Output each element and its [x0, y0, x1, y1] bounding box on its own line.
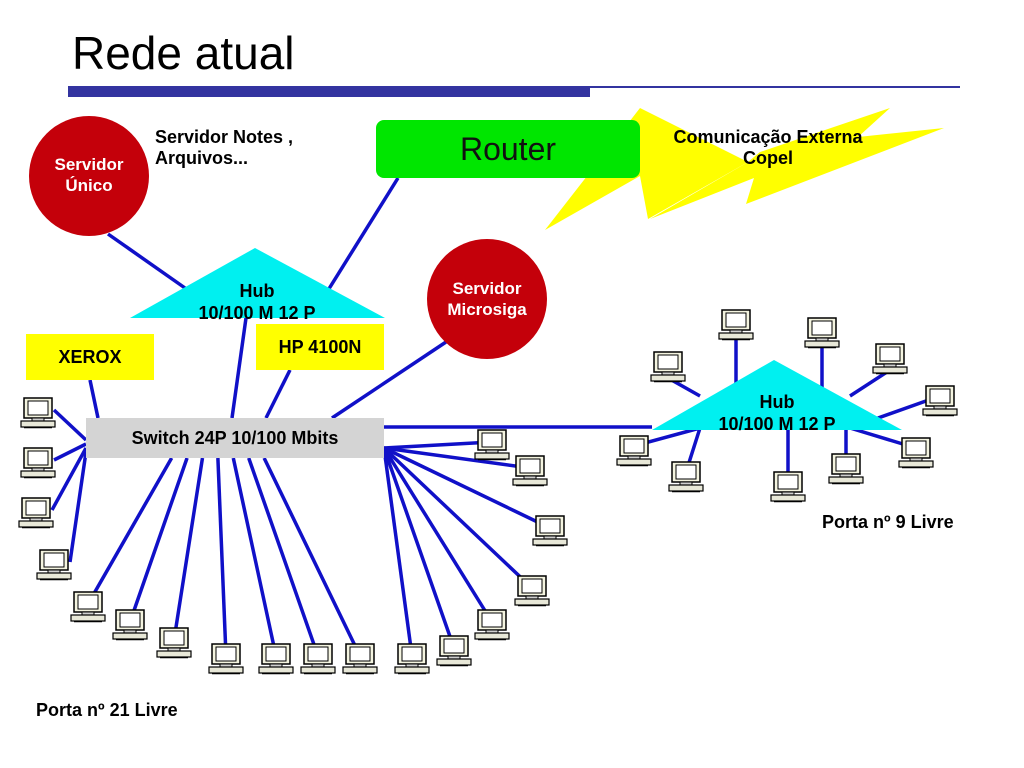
- network-link: [382, 447, 456, 649]
- network-link: [50, 447, 88, 511]
- computer-icon[interactable]: [718, 309, 754, 341]
- switch-box[interactable]: [86, 418, 384, 458]
- hub-right-line1: Hub: [759, 392, 795, 412]
- router-box[interactable]: [376, 120, 640, 178]
- hub-right-label[interactable]: Hub 10/100 M 12 P: [670, 392, 884, 435]
- server-unico-label[interactable]: Servidor Único: [29, 154, 149, 197]
- computer-icon[interactable]: [18, 497, 54, 529]
- server-unico-line2: Único: [65, 176, 113, 196]
- computer-icon[interactable]: [474, 429, 510, 461]
- network-link: [849, 368, 891, 398]
- network-link: [231, 457, 278, 657]
- network-link: [320, 177, 400, 301]
- computer-icon[interactable]: [770, 471, 806, 503]
- network-link: [383, 446, 551, 530]
- server-microsiga-line1: Servidor: [452, 279, 522, 298]
- computer-icon[interactable]: [70, 591, 106, 623]
- network-link: [383, 446, 531, 470]
- computer-icon[interactable]: [342, 643, 378, 675]
- port-9-note: Porta nº 9 Livre: [822, 512, 954, 532]
- network-link: [247, 457, 320, 657]
- computer-icon[interactable]: [804, 317, 840, 349]
- server-notes-line2: Arquivos...: [155, 147, 249, 168]
- hub-left-shape[interactable]: [130, 248, 385, 318]
- hub-right-line2: 10/100 M 12 P: [718, 413, 836, 434]
- computer-icon[interactable]: [436, 635, 472, 667]
- server-unico-line1: Servidor: [54, 155, 124, 174]
- hub-left-label[interactable]: Hub 10/100 M 12 P: [150, 281, 364, 324]
- network-link: [128, 457, 189, 623]
- network-link: [216, 457, 228, 657]
- hp-printer-label[interactable]: HP 4100N: [278, 336, 362, 357]
- network-links: [50, 177, 941, 657]
- title-rule-thick: [68, 86, 590, 97]
- hub-left-line2: 10/100 M 12 P: [198, 302, 316, 323]
- xerox-label[interactable]: XEROX: [58, 346, 122, 367]
- xerox-box[interactable]: [26, 334, 154, 380]
- computer-icon[interactable]: [156, 627, 192, 659]
- network-link: [230, 317, 248, 419]
- external-comm-line2: Copel: [742, 147, 793, 168]
- hub-right-shape[interactable]: [652, 360, 902, 430]
- network-link: [382, 446, 534, 590]
- port-21-note: Porta nº 21 Livre: [36, 700, 178, 720]
- workstations: [18, 309, 958, 675]
- computer-icon[interactable]: [514, 575, 550, 607]
- lightning-bolt-icon: [545, 108, 944, 230]
- computer-icon[interactable]: [112, 609, 148, 641]
- computer-icon[interactable]: [872, 343, 908, 375]
- computer-icon[interactable]: [532, 515, 568, 547]
- network-link: [88, 379, 100, 419]
- server-microsiga-label[interactable]: Servidor Microsiga: [427, 278, 547, 321]
- computer-icon[interactable]: [258, 643, 294, 675]
- network-link: [86, 457, 174, 605]
- network-link: [383, 440, 493, 450]
- network-link: [52, 408, 88, 442]
- computer-icon[interactable]: [922, 385, 958, 417]
- network-link: [382, 447, 414, 657]
- hp-printer-box[interactable]: [256, 324, 384, 370]
- network-link: [262, 457, 362, 657]
- title-rule-thin: [590, 86, 960, 88]
- network-link: [53, 442, 87, 462]
- external-comm-line1: Comunicação Externa: [673, 127, 863, 147]
- computer-icon[interactable]: [394, 643, 430, 675]
- computer-icon[interactable]: [208, 643, 244, 675]
- server-microsiga-line2: Microsiga: [447, 300, 527, 320]
- computer-icon[interactable]: [474, 609, 510, 641]
- switch-label[interactable]: Switch 24P 10/100 Mbits: [131, 427, 339, 448]
- computer-icon[interactable]: [828, 453, 864, 485]
- computer-icon[interactable]: [898, 437, 934, 469]
- network-link: [264, 369, 292, 419]
- computer-icon[interactable]: [650, 351, 686, 383]
- network-link: [106, 232, 187, 290]
- network-link: [331, 340, 447, 420]
- computer-icon[interactable]: [20, 447, 56, 479]
- page-title: Rede atual: [72, 27, 295, 79]
- network-link: [172, 457, 205, 641]
- network-link: [68, 451, 88, 563]
- server-notes-note: Servidor Notes , Arquivos...: [155, 127, 293, 168]
- hub-left-line1: Hub: [239, 281, 275, 301]
- computer-icon[interactable]: [616, 435, 652, 467]
- computer-icon[interactable]: [668, 461, 704, 493]
- server-notes-line1: Servidor Notes ,: [155, 127, 294, 147]
- network-link: [382, 447, 494, 623]
- computer-icon[interactable]: [300, 643, 336, 675]
- external-comm-label: Comunicação Externa Copel: [640, 127, 896, 168]
- computer-icon[interactable]: [20, 397, 56, 429]
- computer-icon[interactable]: [36, 549, 72, 581]
- computer-icon[interactable]: [512, 455, 548, 487]
- server-unico-circle[interactable]: [29, 116, 149, 236]
- server-microsiga-circle[interactable]: [427, 239, 547, 359]
- router-label[interactable]: Router: [459, 130, 557, 167]
